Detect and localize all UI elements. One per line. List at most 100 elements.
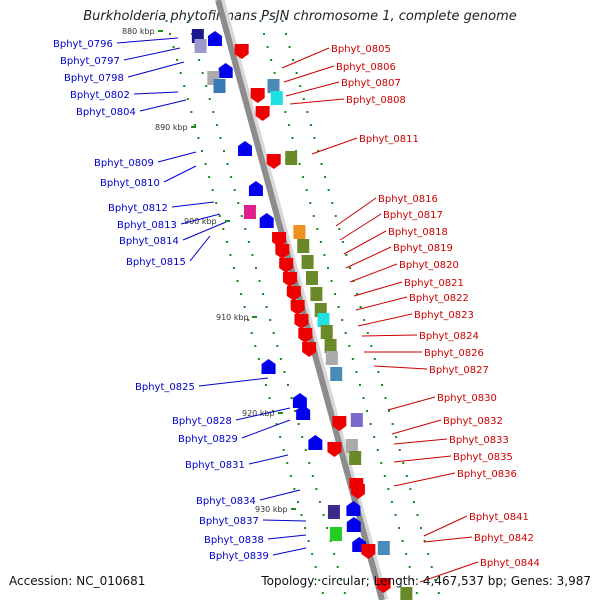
- gene-label[interactable]: Bphyt_0831: [185, 460, 245, 471]
- gene-label[interactable]: Bphyt_0809: [94, 158, 154, 169]
- gene-label[interactable]: Bphyt_0822: [409, 293, 469, 304]
- gene-label[interactable]: Bphyt_0820: [399, 260, 459, 271]
- track-tick: [270, 59, 273, 61]
- track-tick: [322, 514, 325, 516]
- track-tick: [311, 553, 314, 555]
- gene-label[interactable]: Bphyt_0805: [331, 44, 391, 55]
- gene-arrow: [218, 63, 233, 78]
- track-tick: [395, 436, 398, 438]
- kbp-tick: [158, 30, 163, 32]
- kbp-tick: [191, 126, 196, 128]
- gene-arrow: [259, 213, 274, 228]
- gene-label[interactable]: Bphyt_0821: [404, 278, 464, 289]
- gene-label[interactable]: Bphyt_0842: [474, 533, 534, 544]
- gene-label[interactable]: Bphyt_0837: [199, 516, 259, 527]
- gene-label[interactable]: Bphyt_0812: [108, 203, 168, 214]
- track-tick: [387, 488, 390, 490]
- track-tick: [300, 514, 303, 516]
- gene-label[interactable]: Bphyt_0817: [383, 210, 443, 221]
- track-tick: [186, 98, 189, 100]
- gene-label[interactable]: Bphyt_0839: [209, 551, 269, 562]
- gene-feature: [301, 255, 314, 269]
- gene-label[interactable]: Bphyt_0816: [378, 194, 438, 205]
- gene-leader-line: [133, 91, 179, 95]
- gene-label[interactable]: Bphyt_0813: [117, 220, 177, 231]
- gene-label[interactable]: Bphyt_0806: [336, 62, 396, 73]
- gene-label[interactable]: Bphyt_0827: [429, 365, 489, 376]
- gene-label[interactable]: Bphyt_0838: [204, 535, 264, 546]
- gene-label[interactable]: Bphyt_0808: [346, 95, 406, 106]
- gene-feature: [270, 91, 283, 105]
- track-tick: [190, 111, 193, 113]
- track-tick: [338, 228, 341, 230]
- track-tick: [275, 423, 278, 425]
- track-tick: [315, 488, 318, 490]
- gene-leader-line: [163, 165, 197, 183]
- track-tick: [336, 566, 339, 568]
- gene-label[interactable]: Bphyt_0811: [359, 134, 419, 145]
- track-tick: [333, 553, 336, 555]
- track-tick: [262, 293, 265, 295]
- track-tick: [340, 579, 343, 581]
- gene-label[interactable]: Bphyt_0832: [443, 416, 503, 427]
- gene-label[interactable]: Bphyt_0828: [172, 416, 232, 427]
- track-tick: [240, 293, 243, 295]
- gene-label[interactable]: Bphyt_0836: [457, 469, 517, 480]
- gene-leader-line: [419, 561, 479, 583]
- track-tick: [258, 280, 261, 282]
- track-tick: [348, 267, 351, 269]
- track-tick: [193, 124, 196, 126]
- track-tick: [369, 423, 372, 425]
- gene-label[interactable]: Bphyt_0814: [119, 236, 179, 247]
- track-tick: [321, 592, 324, 594]
- gene-leader-line: [262, 519, 307, 522]
- gene-label[interactable]: Bphyt_0825: [135, 382, 195, 393]
- gene-label[interactable]: Bphyt_0834: [196, 496, 256, 507]
- gene-leader-line: [373, 365, 428, 370]
- gene-label[interactable]: Bphyt_0810: [100, 178, 160, 189]
- gene-label[interactable]: Bphyt_0819: [393, 243, 453, 254]
- track-tick: [304, 449, 307, 451]
- gene-label[interactable]: Bphyt_0797: [60, 56, 120, 67]
- track-tick: [281, 20, 284, 22]
- track-tick: [434, 579, 437, 581]
- track-tick: [313, 137, 316, 139]
- gene-label[interactable]: Bphyt_0830: [437, 393, 497, 404]
- gene-leader-line: [423, 515, 468, 537]
- gene-label[interactable]: Bphyt_0818: [388, 227, 448, 238]
- gene-leader-line: [391, 419, 442, 435]
- track-tick: [290, 397, 293, 399]
- gene-leader-line: [393, 455, 452, 463]
- gene-label[interactable]: Bphyt_0833: [449, 435, 509, 446]
- track-tick: [412, 579, 415, 581]
- track-tick: [229, 254, 232, 256]
- gene-label[interactable]: Bphyt_0796: [53, 39, 113, 50]
- gene-feature: [345, 439, 358, 453]
- track-tick: [391, 423, 394, 425]
- gene-label[interactable]: Bphyt_0844: [480, 558, 540, 569]
- gene-feature: [305, 271, 318, 285]
- gene-label[interactable]: Bphyt_0824: [419, 331, 479, 342]
- track-tick: [243, 306, 246, 308]
- track-tick: [408, 566, 411, 568]
- gene-label[interactable]: Bphyt_0807: [341, 78, 401, 89]
- track-tick: [218, 215, 221, 217]
- gene-label[interactable]: Bphyt_0841: [469, 512, 529, 523]
- gene-label[interactable]: Bphyt_0802: [70, 90, 130, 101]
- gene-label[interactable]: Bphyt_0798: [64, 73, 124, 84]
- track-tick: [244, 228, 247, 230]
- kbp-tick: [252, 316, 257, 318]
- track-tick: [222, 228, 225, 230]
- track-tick: [314, 566, 317, 568]
- gene-arrow: [376, 578, 391, 593]
- gene-label[interactable]: Bphyt_0826: [424, 348, 484, 359]
- track-tick: [341, 319, 344, 321]
- track-tick: [384, 397, 387, 399]
- gene-label[interactable]: Bphyt_0835: [453, 452, 513, 463]
- track-tick: [309, 124, 312, 126]
- gene-arrow: [292, 393, 307, 408]
- gene-label[interactable]: Bphyt_0829: [178, 434, 238, 445]
- gene-label[interactable]: Bphyt_0815: [126, 257, 186, 268]
- gene-label[interactable]: Bphyt_0804: [76, 107, 136, 118]
- gene-label[interactable]: Bphyt_0823: [414, 310, 474, 321]
